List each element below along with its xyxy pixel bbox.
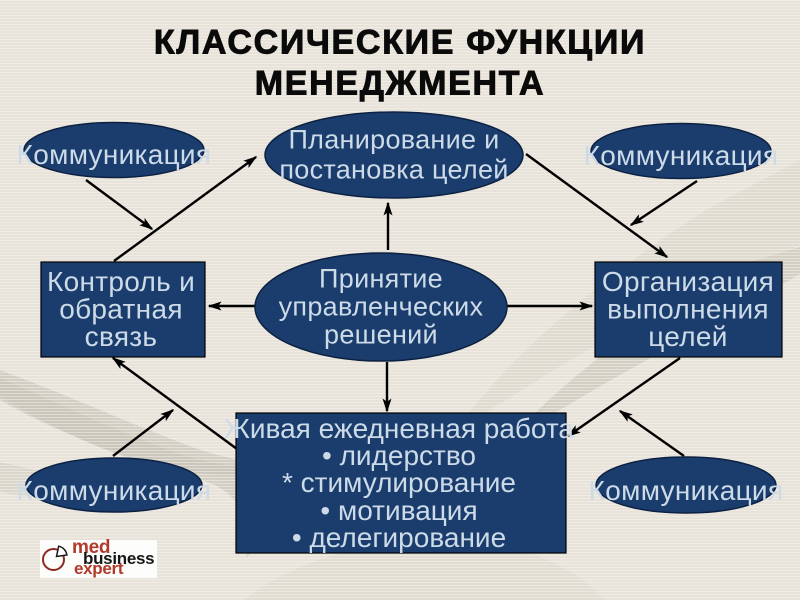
svg-text:обратная: обратная	[59, 294, 183, 325]
svg-text:Планирование и: Планирование и	[288, 125, 499, 155]
svg-text:Коммуникация: Коммуникация	[584, 140, 779, 171]
svg-text:Контроль и: Контроль и	[47, 266, 195, 297]
svg-text:МЕНЕДЖМЕНТА: МЕНЕДЖМЕНТА	[255, 65, 546, 103]
svg-text:постановка целей: постановка целей	[279, 155, 508, 185]
svg-text:• лидерство: • лидерство	[322, 440, 476, 471]
svg-text:Коммуникация: Коммуникация	[589, 475, 784, 506]
svg-text:med: med	[72, 537, 110, 558]
svg-text:Принятие: Принятие	[319, 264, 443, 294]
svg-text:• делегирование: • делегирование	[292, 522, 506, 553]
svg-text:Организация: Организация	[602, 266, 774, 297]
svg-text:решений: решений	[324, 320, 438, 350]
svg-text:связь: связь	[85, 321, 158, 352]
svg-text:выполнения: выполнения	[607, 294, 769, 325]
svg-text:• мотивация: • мотивация	[320, 495, 477, 526]
svg-text:КЛАССИЧЕСКИЕ ФУНКЦИИ: КЛАССИЧЕСКИЕ ФУНКЦИИ	[154, 24, 646, 62]
svg-text:Живая ежедневная работа: Живая ежедневная работа	[224, 413, 574, 444]
svg-text:Коммуникация: Коммуникация	[17, 475, 212, 506]
svg-text:* стимулирование: * стимулирование	[282, 467, 516, 498]
svg-text:business: business	[83, 549, 154, 568]
svg-text:целей: целей	[648, 321, 727, 352]
svg-text:expert: expert	[74, 559, 124, 578]
svg-text:управленческих: управленческих	[279, 292, 484, 322]
svg-text:Коммуникация: Коммуникация	[17, 139, 212, 170]
